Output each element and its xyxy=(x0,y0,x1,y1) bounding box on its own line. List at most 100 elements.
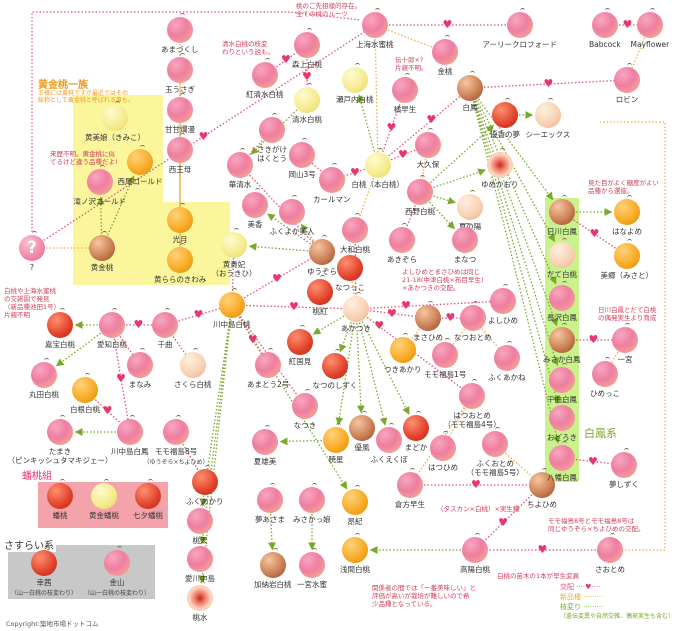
peach-node-date[interactable]: だて白桃 xyxy=(547,238,577,279)
peach-node-kaseisui[interactable]: 華清水 xyxy=(227,148,253,189)
peach-node-okihi[interactable]: 黄貴妃 （おうきひ） xyxy=(212,228,257,278)
peach-node-yuka[interactable]: 優香の夢 xyxy=(490,98,520,139)
peach-node-okayama3[interactable]: 岡山3号 xyxy=(289,138,316,179)
peach-node-yoshihime[interactable]: よしひめ xyxy=(488,284,518,325)
peach-node-robin[interactable]: ロビン xyxy=(614,63,640,104)
peach-node-gyosei[interactable]: 暁星 xyxy=(323,423,349,464)
peach-node-manatsu[interactable]: まなつ xyxy=(452,223,478,264)
peach-node-misaka[interactable]: みさか白鳳 xyxy=(543,323,581,364)
peach-node-sakigake[interactable]: さきがけ はくとう xyxy=(257,113,287,163)
peach-node-sasurai-1[interactable]: 金山（山一白桃の枝変わり） xyxy=(84,546,150,598)
peach-node-ichinomiyaSui[interactable]: 一宮水蜜 xyxy=(297,548,327,589)
peach-node-tamausagi[interactable]: 玉うさぎ xyxy=(165,53,195,94)
peach-node-moriage[interactable]: 森上白桃 xyxy=(292,28,322,69)
peach-node-ichinomiya[interactable]: 一宮 xyxy=(612,323,638,364)
peach-node-takinosawa[interactable]: 滝ノ沢ゴールド xyxy=(74,165,126,206)
peach-node-kankan[interactable]: 甘甘爛漫 xyxy=(165,93,195,134)
peach-node-yumekaori[interactable]: ゆめかおり xyxy=(481,148,519,189)
peach-node-babcock[interactable]: Babcock xyxy=(589,8,621,49)
peach-node-hakuho[interactable]: 白鳳 xyxy=(457,71,483,112)
peach-node-kimiko[interactable]: 黄美娘（きみこ） xyxy=(85,101,145,142)
peach-node-hakuto[interactable]: 白桃（本白桃） xyxy=(352,148,404,189)
peach-node-momo1[interactable]: モモ福島1号 xyxy=(424,338,466,379)
peach-node-fukuakane[interactable]: ふくあかね xyxy=(488,341,526,382)
peach-node-banto-1[interactable]: 黄金蟠桃 xyxy=(89,479,119,520)
peach-node-seiobo[interactable]: 西王母 xyxy=(167,133,193,174)
peach-node-setouchi[interactable]: 瀬戸内白桃 xyxy=(336,63,374,104)
peach-node-kayumi[interactable]: 夏雄美 xyxy=(252,425,278,466)
peach-node-maruta[interactable]: 丸田白桃 xyxy=(29,358,59,399)
peach-node-koki[interactable]: 昂紀 xyxy=(342,485,368,526)
peach-node-kokumi[interactable]: 紅国見 xyxy=(287,325,313,366)
peach-node-fukuyoka[interactable]: ふくよか美人 xyxy=(270,195,315,236)
peach-node-kaho[interactable]: 嘉宝白桃 xyxy=(45,308,75,349)
peach-node-fukuakari[interactable]: ふくあかり xyxy=(186,465,224,506)
peach-node-tamaki[interactable]: たまき （ピンキッシュタマキジェー） xyxy=(8,415,113,465)
peach-node-cx[interactable]: シーエックス xyxy=(526,98,570,139)
peach-node-shimizu[interactable]: 清水白桃 xyxy=(292,83,322,124)
peach-node-kogetsu[interactable]: 光月 xyxy=(167,203,193,244)
peach-node-banto-2[interactable]: 七夕蟠桃 xyxy=(133,479,163,520)
peach-node-ogonto[interactable]: 黄金桃 xyxy=(89,231,115,272)
peach-node-shirane[interactable]: 白根白桃 xyxy=(70,373,100,414)
peach-node-asama[interactable]: 浅間白桃 xyxy=(340,533,370,574)
peach-node-yuzora[interactable]: ゆうぞら xyxy=(307,235,337,276)
peach-node-toko[interactable]: 桃紅 xyxy=(307,275,333,316)
peach-node-misato[interactable]: 美郷（みさと） xyxy=(601,239,653,280)
peach-node-shanghai[interactable]: 上海水蜜桃 xyxy=(356,8,394,49)
peach-node-banto-0[interactable]: 蟠桃 xyxy=(47,479,73,520)
peach-node-himekko[interactable]: ひめっこ xyxy=(590,357,620,398)
peach-node-fukuekubo[interactable]: ふくえくぼ xyxy=(371,423,408,464)
peach-node-kawanakajima[interactable]: 川中島白桃 xyxy=(213,288,251,329)
peach-node-sakura[interactable]: さくら白桃 xyxy=(174,348,212,389)
peach-node-akatsuki[interactable]: あかつき xyxy=(341,292,371,333)
peach-node-natsuki[interactable]: なつき xyxy=(292,389,318,430)
peach-node-natsuotome[interactable]: なつおとめ xyxy=(454,301,492,342)
peach-node-madoka[interactable]: まどか xyxy=(403,411,429,452)
peach-node-takahi[interactable]: 高陽白桃 xyxy=(460,533,490,574)
peach-node-aichi[interactable]: 愛知白桃 xyxy=(97,308,127,349)
peach-node-natsunoshizuku[interactable]: なつのしずく xyxy=(313,349,357,390)
peach-node-chikuma[interactable]: 千曲白鳳 xyxy=(547,363,577,404)
peach-node-nagasawa[interactable]: 長沢白鳳 xyxy=(547,281,577,322)
peach-node-masahime[interactable]: まさひめ xyxy=(413,301,443,342)
peach-node-hanayome[interactable]: はなよめ xyxy=(612,195,642,236)
peach-node-yumeasama[interactable]: 夢あさま xyxy=(255,483,285,524)
peach-node-kanoiwa[interactable]: 加納岩白桃 xyxy=(254,548,292,589)
peach-node-aikawa[interactable]: 愛川中島 xyxy=(185,542,215,583)
peach-node-mayflower[interactable]: Mayflower xyxy=(631,8,669,49)
peach-node-kawaHakuho[interactable]: 川中島白鳳 xyxy=(111,415,149,456)
peach-node-amato2[interactable]: あまとう2号 xyxy=(247,348,289,389)
peach-node-early[interactable]: アーリークロフォード xyxy=(483,8,557,49)
peach-node-natsukko[interactable]: なつっこ xyxy=(335,251,365,292)
peach-node-saotome[interactable]: さおとめ xyxy=(595,533,625,574)
peach-node-amazukushi[interactable]: あまづくし xyxy=(161,13,199,54)
peach-node-nishio[interactable]: 西尾ゴールド xyxy=(118,145,163,186)
peach-node-chikuma2[interactable]: 千曲 xyxy=(152,308,178,349)
peach-node-beniShimizu[interactable]: 紅清水白桃 xyxy=(246,58,284,99)
peach-node-yufu[interactable]: 優風 xyxy=(349,411,375,452)
peach-node-unknown[interactable]: ?? xyxy=(19,231,45,272)
peach-node-momo8[interactable]: モモ福島8号（ゆうぞら×ちよひめ） xyxy=(144,415,209,467)
peach-node-kitsuwase[interactable]: 橘早生 xyxy=(392,73,418,114)
peach-node-kinto[interactable]: 金桃 xyxy=(432,35,458,76)
peach-node-yumeshizuku[interactable]: 夢しずく xyxy=(609,448,639,489)
peach-node-tosui[interactable]: 桃水 xyxy=(187,581,213,622)
peach-node-fukuotome[interactable]: ふくおとめ （モモ福島5号） xyxy=(467,427,524,477)
peach-node-hatsuhime[interactable]: はつひめ xyxy=(428,431,458,472)
peach-node-yamato[interactable]: 大和白桃 xyxy=(340,213,370,254)
peach-node-chiyohime[interactable]: ちよひめ xyxy=(527,468,557,509)
peach-node-nishino[interactable]: 西野白桃 xyxy=(405,175,435,216)
peach-node-kirara[interactable]: 黄ららのきわみ xyxy=(154,243,206,284)
peach-node-natsunohi[interactable]: 夏の陽 xyxy=(457,190,483,231)
peach-node-bika[interactable]: 美香 xyxy=(242,188,268,229)
peach-node-sasurai-0[interactable]: 幸茜（山一白桃の枝変わり） xyxy=(11,546,77,598)
peach-node-tsukiakari[interactable]: つきあかり xyxy=(384,333,422,374)
peach-node-manami[interactable]: まなみ xyxy=(127,348,153,389)
peach-node-hatsuotome[interactable]: はつおとめ （モモ福島4号） xyxy=(444,379,501,429)
peach-node-misakakko[interactable]: みさかっ娘 xyxy=(293,483,331,524)
peach-node-kurakata[interactable]: 倉方早生 xyxy=(395,468,425,509)
peach-node-carman[interactable]: カールマン xyxy=(313,163,351,204)
peach-node-okubo[interactable]: 大久保 xyxy=(415,128,441,169)
peach-node-akizora[interactable]: あきぞら xyxy=(387,223,417,264)
